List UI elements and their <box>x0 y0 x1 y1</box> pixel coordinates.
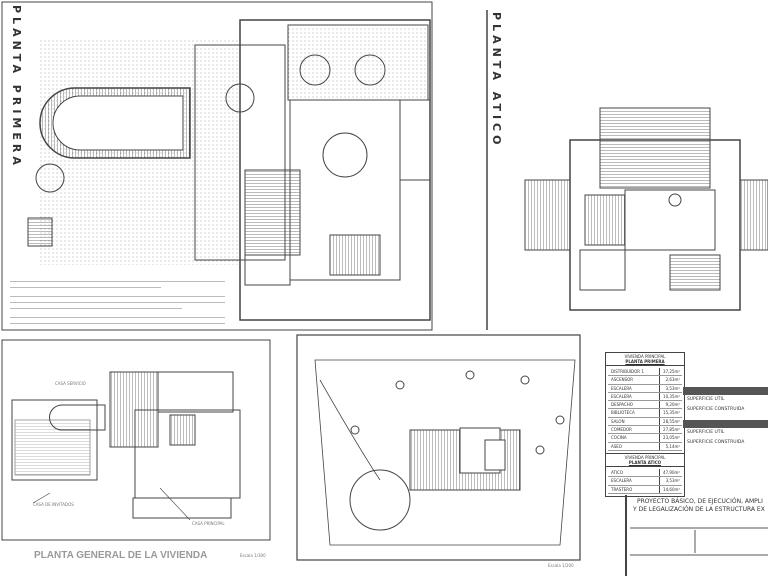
room-name: COMEDOR <box>608 426 660 434</box>
room-name: ESCALERA <box>608 477 660 485</box>
project-title-line1: PROYECTO BÁSICO, DE EJECUCIÓN, AMPLI <box>637 498 763 505</box>
room-area: 47,90m² <box>663 469 680 475</box>
label-main-house: CASA PRINCIPAL <box>192 521 225 526</box>
room-area: 14,60m² <box>663 486 680 492</box>
attic-table-title: VIVIENDA PRINCIPAL <box>624 454 666 460</box>
attic-table-subtitle: PLANTA ATICO <box>628 459 662 465</box>
room-name: COCINA <box>608 434 660 442</box>
room-name: DESPACHO <box>608 401 660 409</box>
table-row: ESCALERA 3,53m² <box>608 384 682 393</box>
table-row: ASEO 5,14m² <box>608 442 682 451</box>
room-area: 9,20m² <box>665 402 680 408</box>
label-service-house: CASA SERVICIO <box>55 381 86 386</box>
title-block: PROYECTO BÁSICO, DE EJECUCIÓN, AMPLI Y D… <box>625 495 768 576</box>
room-name: ASEO <box>608 442 660 450</box>
notes-text <box>10 278 225 324</box>
surface-box-1: SUPERFICIE UTIL SUPERFICIE CONSTRUIDA <box>683 387 768 415</box>
room-name: ESCALERA <box>608 392 660 401</box>
project-title-line2: Y DE LEGALIZACIÓN DE LA ESTRUCTURA EX <box>633 506 765 513</box>
useful-surface-label: SUPERFICIE UTIL <box>687 430 725 435</box>
room-name: ATICO <box>608 468 660 477</box>
table-row: ESCALERA 3,53m² <box>608 477 682 486</box>
room-name: ESCALERA <box>608 384 660 392</box>
attic-roof-plan <box>524 107 768 311</box>
room-area: 10,35m² <box>663 393 680 399</box>
scale-general: Escala 1/300 <box>240 553 266 558</box>
site-plan <box>296 334 581 561</box>
room-name: TRASTERO <box>608 485 660 493</box>
scale-site: Escala 1/200 <box>548 563 574 568</box>
useful-surface-label: SUPERFICIE UTIL <box>687 397 725 402</box>
label-guest-house: CASA DE INVITADOS <box>33 502 74 507</box>
room-area: 3,53m² <box>665 385 680 391</box>
table-row: ASCENSOR 2,63m² <box>608 376 682 385</box>
built-surface-label: SUPERFICIE CONSTRUIDA <box>687 440 745 445</box>
room-name: DISTRIBUIDOR 1 <box>608 368 660 376</box>
first-table-subtitle: PLANTA PRIMERA <box>625 359 665 364</box>
general-plan-title: PLANTA GENERAL DE LA VIVIENDA <box>34 550 208 561</box>
room-area: 23,05m² <box>663 435 680 441</box>
table-row: DESPACHO 9,20m² <box>608 401 682 410</box>
room-area: 2,63m² <box>665 377 680 383</box>
room-name: SALON <box>608 417 660 426</box>
label-planta: PLANTA PRIMERA <box>10 5 23 169</box>
room-area: 27,85m² <box>663 427 680 433</box>
general-plan <box>1 339 271 541</box>
label-planta-atico: PLANTA ATICO <box>490 12 503 149</box>
room-area: 15,35m² <box>663 410 680 416</box>
first-floor-plan <box>1 1 433 331</box>
built-surface-label: SUPERFICIE CONSTRUIDA <box>687 407 745 412</box>
first-table-title: VIVIENDA PRINCIPAL <box>624 354 666 359</box>
room-name: ASCENSOR <box>608 376 660 384</box>
room-name: BIBLIOTECA <box>608 409 660 417</box>
room-area: 5,14m² <box>665 443 680 449</box>
room-area: 37,25m² <box>663 369 680 374</box>
room-area: 3,53m² <box>665 478 680 484</box>
surface-box-2: SUPERFICIE UTIL SUPERFICIE CONSTRUIDA <box>683 420 768 448</box>
room-area: 28,55m² <box>663 418 680 424</box>
